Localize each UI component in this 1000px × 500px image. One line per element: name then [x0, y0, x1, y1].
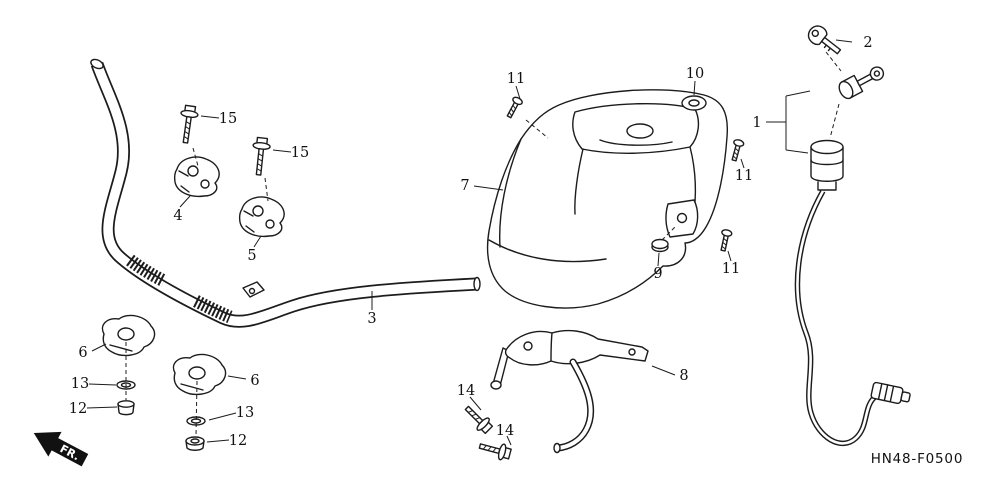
callout-labels: 2 11 10 1 15 15 11 7 4 5 9 11 3 6 8 13 6…	[69, 35, 873, 449]
switch-wire-harness	[794, 189, 911, 447]
key-2	[807, 25, 842, 55]
handle-bracket-8	[490, 329, 649, 454]
holder-upper-4	[173, 156, 220, 198]
cap-nut-12-b	[185, 436, 205, 451]
steering-cover	[486, 89, 729, 309]
setting-plate	[681, 95, 707, 111]
callout-11-b: 11	[735, 168, 753, 184]
callout-5: 5	[247, 248, 256, 264]
callout-8: 8	[679, 368, 688, 384]
key-cylinder-1	[838, 66, 885, 100]
callout-13-a: 13	[71, 376, 89, 392]
callout-1: 1	[752, 115, 761, 131]
callout-12-b: 12	[229, 433, 247, 449]
handlebar-tube	[90, 58, 481, 328]
bolt-14-a	[464, 405, 494, 435]
fr-direction-arrow: FR.	[33, 431, 89, 467]
bolt-14-b	[478, 443, 512, 461]
bolt-15-b	[252, 136, 271, 176]
screw-11-c	[720, 229, 733, 252]
callout-6-a: 6	[78, 345, 87, 361]
bolt-15-a	[180, 104, 199, 144]
callout-15-b: 15	[291, 145, 309, 161]
nut-9	[651, 238, 669, 253]
wire-connector	[870, 381, 911, 405]
callout-12-a: 12	[69, 401, 87, 417]
callout-15-a: 15	[219, 111, 237, 127]
screw-11-a	[506, 96, 523, 119]
drawing-code: HN48-F0500	[871, 451, 963, 467]
fr-arrow-shape	[33, 431, 89, 467]
callout-14-b: 14	[496, 423, 514, 439]
callout-14-a: 14	[457, 383, 475, 399]
holder-upper-5	[238, 196, 285, 238]
callout-6-b: 6	[250, 373, 259, 389]
callout-2: 2	[863, 35, 872, 51]
grip-knurl-band	[126, 254, 167, 287]
callout-9: 9	[653, 266, 662, 282]
combination-switch-body	[810, 139, 844, 191]
callout-4: 4	[173, 208, 182, 224]
callout-13-b: 13	[236, 405, 254, 421]
holder-lower-6-b	[172, 353, 227, 396]
callout-3: 3	[367, 311, 376, 327]
callout-11-a: 11	[507, 71, 525, 87]
screw-11-b	[731, 139, 745, 162]
callout-11-c: 11	[722, 261, 740, 277]
cap-nut-12-a	[117, 400, 135, 416]
callout-10: 10	[686, 66, 704, 82]
assembly-axes	[125, 51, 842, 437]
leader-lines	[86, 39, 853, 446]
holder-lower-6-a	[101, 314, 156, 357]
callout-7: 7	[460, 178, 469, 194]
